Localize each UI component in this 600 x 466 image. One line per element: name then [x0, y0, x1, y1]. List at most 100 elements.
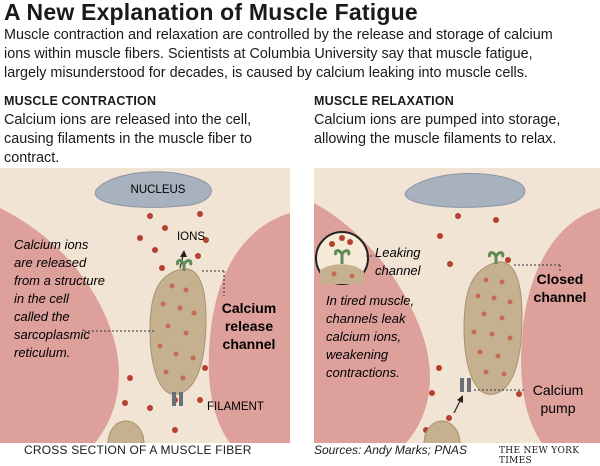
calcium-ion [197, 397, 203, 403]
nucleus [404, 173, 526, 208]
label-line: Calcium [533, 382, 584, 398]
relaxation-heading: MUSCLE RELAXATION [314, 94, 454, 108]
calcium-pump [460, 378, 464, 392]
filament-right [208, 213, 290, 443]
sources-credit: Sources: Andy Marks; PNAS [314, 443, 467, 457]
calcium-ion [329, 241, 335, 247]
release-channel-open [176, 259, 193, 271]
calcium-ion [347, 239, 353, 245]
nucleus [94, 171, 212, 208]
note-line: sarcoplasmic [14, 327, 90, 342]
stored-ions [471, 277, 513, 377]
calcium-ion [505, 257, 511, 263]
note-line: weakening [326, 347, 389, 362]
calcium-ion [436, 365, 442, 371]
note-line: Calcium ions [14, 237, 89, 252]
label-line: Calcium [222, 300, 276, 316]
note-line: channels leak [326, 311, 407, 326]
note-line: In tired muscle, [326, 293, 414, 308]
calcium-ion [172, 427, 178, 433]
intro-line: ions within muscle fibers. Scientists at… [4, 46, 533, 62]
intro-line: largely misunderstood for decades, is ca… [4, 65, 528, 81]
inset-reticulum [320, 264, 364, 284]
relaxation-description: Calcium ions are pumped into storage, al… [314, 111, 600, 149]
sarcoplasmic-reticulum [463, 261, 523, 395]
calcium-ion [455, 213, 461, 219]
publisher-credit: THE NEW YORK TIMES [499, 446, 580, 466]
arrow-head [180, 250, 187, 257]
calcium-ion [195, 253, 201, 259]
description-line: Calcium ions are pumped into storage, [314, 112, 561, 128]
description-line: contract. [4, 150, 60, 166]
note-line: called the [14, 309, 70, 324]
calcium-ion [122, 400, 128, 406]
description-line: causing filaments in the muscle fiber to [4, 131, 252, 147]
release-channel-label: Calcium release channel [222, 300, 276, 352]
calcium-ion [162, 225, 168, 231]
note-line: contractions. [326, 365, 400, 380]
leaking-channel-icon [334, 249, 351, 264]
note-line: calcium ions, [326, 329, 401, 344]
filament-label: FILAMENT [207, 401, 264, 413]
ions-label: IONS [177, 231, 205, 243]
nucleus-label: NUCLEUS [131, 184, 186, 196]
calcium-ion [339, 235, 345, 241]
pump-label: Calcium pump [533, 382, 584, 416]
calcium-ion [147, 405, 153, 411]
calcium-ion [516, 391, 522, 397]
reticulum-bottom [107, 420, 145, 443]
contraction-diagram: NUCLEUS IONS Calcium ions are released f… [0, 168, 290, 443]
contraction-heading: MUSCLE CONTRACTION [4, 94, 157, 108]
calcium-pump [172, 392, 176, 406]
stored-ions [157, 283, 197, 381]
label-line: Leaking [375, 245, 421, 260]
label-line: channel [223, 336, 276, 352]
calcium-ions [423, 213, 522, 433]
calcium-ion [147, 213, 153, 219]
intro-text: Muscle contraction and relaxation are co… [4, 26, 598, 83]
intro-line: Muscle contraction and relaxation are co… [4, 27, 553, 43]
label-line: Closed [537, 271, 584, 287]
contraction-description: Calcium ions are released into the cell,… [4, 111, 294, 168]
calcium-ion [429, 390, 435, 396]
calcium-ion [197, 211, 203, 217]
calcium-ion [349, 273, 355, 279]
calcium-ion [437, 233, 443, 239]
arrow-head [457, 395, 463, 403]
label-line: release [225, 318, 273, 334]
label-line: pump [540, 400, 575, 416]
label-line: channel [534, 289, 587, 305]
leaking-label: Leaking channel [375, 245, 422, 278]
relaxation-diagram: Leaking channel In tired muscle, channel… [314, 168, 600, 443]
calcium-ion [447, 261, 453, 267]
description-line: allowing the muscle filaments to relax. [314, 131, 557, 147]
diagram-caption: CROSS SECTION OF A MUSCLE FIBER [24, 443, 252, 457]
calcium-ion [127, 375, 133, 381]
closed-channel-label: Closed channel [534, 271, 587, 305]
sarcoplasmic-reticulum [149, 268, 207, 395]
label-line: channel [375, 263, 422, 278]
calcium-pump [179, 392, 183, 406]
calcium-ion [203, 237, 209, 243]
calcium-ion [493, 217, 499, 223]
reticulum-bottom [423, 420, 461, 443]
closed-channel [488, 251, 505, 264]
calcium-pump [467, 378, 471, 392]
note-line: are released [14, 255, 87, 270]
note-line: reticulum. [14, 345, 70, 360]
note-line: from a structure [14, 273, 105, 288]
calcium-ion [159, 265, 165, 271]
leaking-channel-inset [315, 231, 369, 285]
reticulum-note: Calcium ions are released from a structu… [14, 237, 105, 360]
page-title: A New Explanation of Muscle Fatigue [4, 0, 418, 25]
calcium-ion [137, 235, 143, 241]
calcium-ion [446, 415, 452, 421]
filament-right [521, 208, 600, 443]
calcium-ion [331, 271, 337, 277]
filament-left [0, 208, 119, 443]
calcium-ion [202, 365, 208, 371]
fatigue-note: In tired muscle, channels leak calcium i… [326, 293, 414, 380]
note-line: in the cell [14, 291, 70, 306]
calcium-ion [152, 247, 158, 253]
description-line: Calcium ions are released into the cell, [4, 112, 252, 128]
